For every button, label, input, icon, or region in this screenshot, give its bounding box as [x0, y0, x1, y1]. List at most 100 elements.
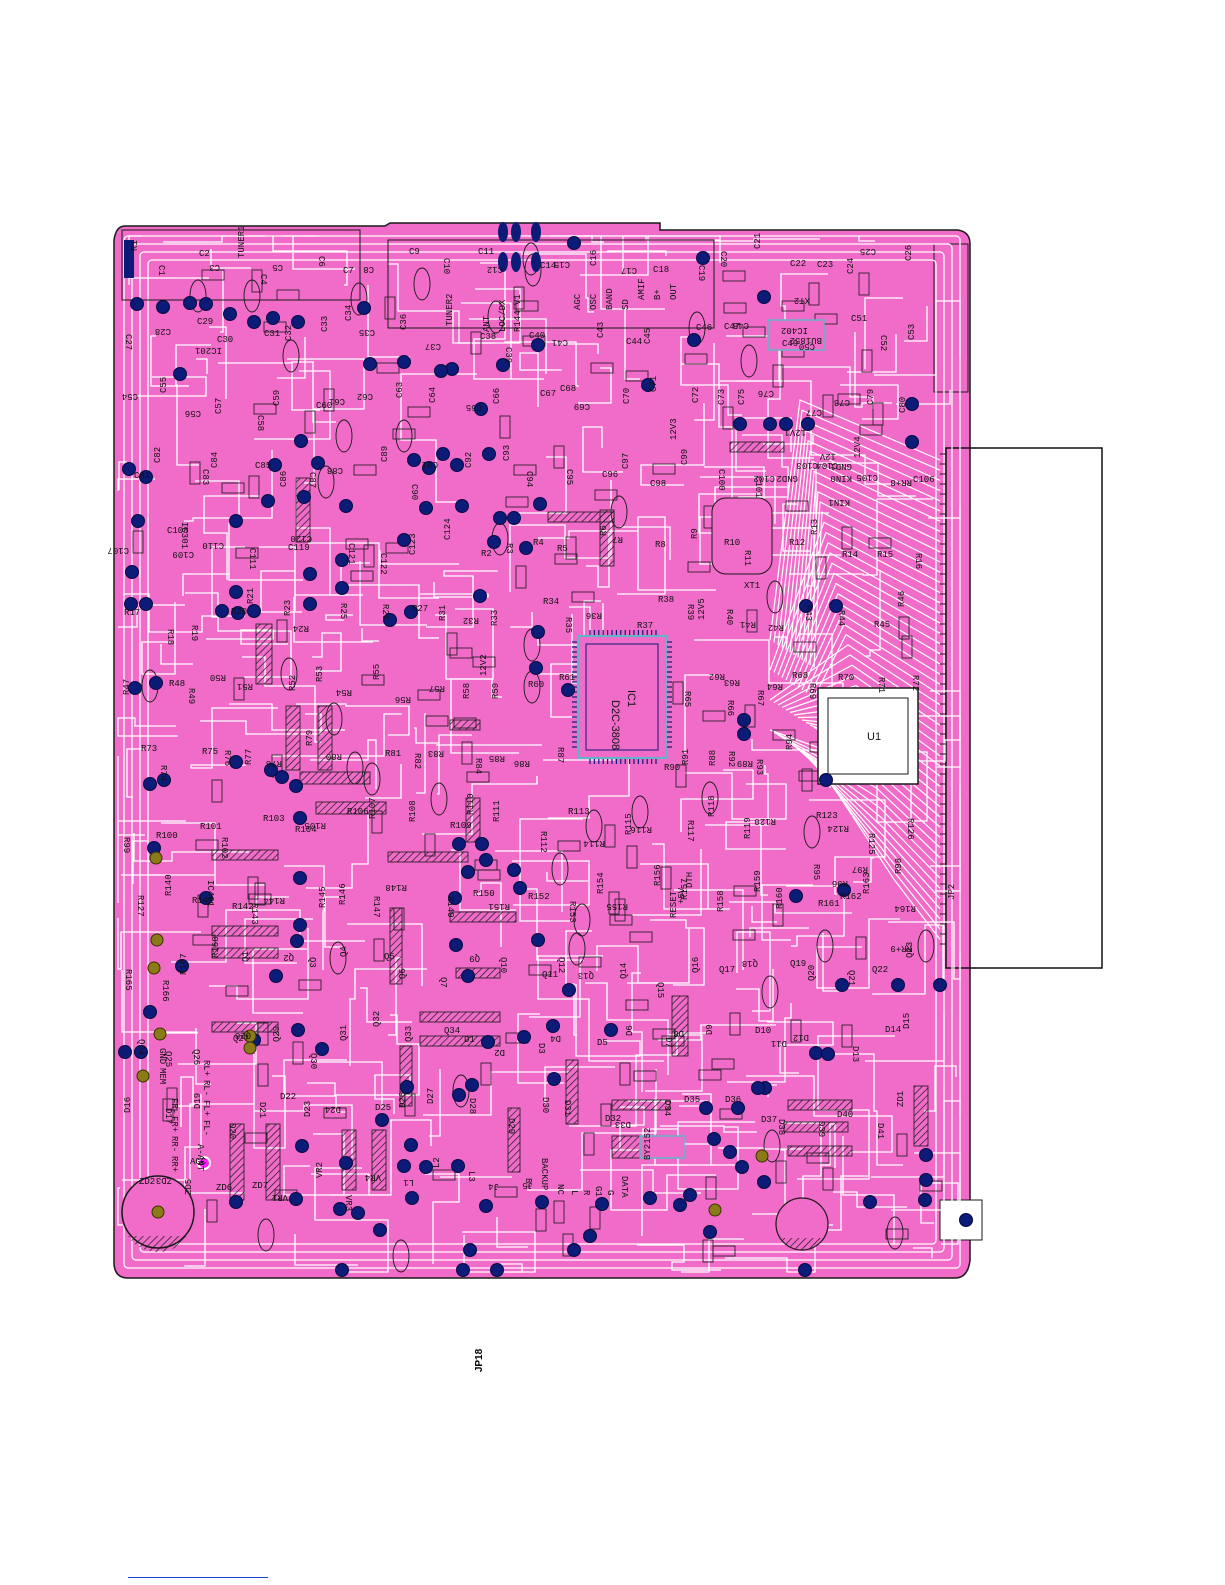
fanout-trace [793, 460, 941, 656]
trace [117, 1187, 123, 1226]
component-ref-label: R70 [838, 673, 854, 683]
via-pad [529, 661, 543, 675]
component-outline [625, 370, 649, 382]
component-outline [166, 1087, 178, 1111]
component-outline [732, 929, 756, 941]
component-ref-label: C70 [622, 388, 632, 404]
trace [617, 516, 716, 595]
component-ref-label: R65 [682, 691, 692, 707]
component-ref-label: R36 [586, 610, 602, 620]
component-ref-label: C62 [357, 391, 373, 401]
component-ref-label: D12 [793, 1032, 809, 1042]
fanout-trace [781, 552, 941, 678]
capacitor-outline [329, 941, 347, 975]
trace [196, 358, 208, 374]
via-pad [905, 435, 919, 449]
trace [682, 1093, 744, 1166]
via-pad [229, 755, 243, 769]
hatched-component [211, 925, 279, 937]
component-outline [392, 428, 416, 440]
component-ref-label: C75 [737, 389, 747, 405]
component-ref-label: D11 [771, 1038, 787, 1048]
component-ref-label: C49 [782, 339, 798, 349]
component-ref-label: C35 [359, 327, 375, 337]
component-outline [515, 565, 527, 589]
via-pad [919, 1148, 933, 1162]
via-pad [247, 315, 261, 329]
component-ref-label: VR1 [272, 1192, 288, 1202]
via-pad [289, 779, 303, 793]
component-ref-label: R68 [792, 671, 808, 681]
component-ref-label: Q4 [339, 946, 349, 957]
hatched-component [611, 1135, 643, 1159]
component-outline [625, 999, 649, 1011]
power-label: KIN1 [828, 497, 850, 507]
component-outline [453, 717, 477, 729]
trace [607, 250, 667, 256]
capacitor-outline [701, 781, 719, 815]
component-ref-label: R123 [816, 811, 838, 821]
component-outline [729, 1012, 741, 1036]
component-ref-label: D26 [398, 1092, 408, 1108]
component-ref-label: R41 [740, 619, 756, 629]
component-ref-label: C61 [329, 396, 345, 406]
trace [738, 434, 789, 498]
tuner-pin-pad [498, 252, 508, 272]
misc-label: RR+9 [890, 943, 912, 953]
trace [736, 969, 774, 1022]
via-pad [507, 511, 521, 525]
component-outline [554, 553, 578, 565]
component-ref-label: R109 [450, 821, 472, 831]
connector-pin-label: ACC [190, 1157, 207, 1167]
trace [469, 318, 547, 374]
via-pad [641, 378, 655, 392]
component-outline [858, 272, 870, 296]
component-ref-label: C45 [643, 328, 653, 344]
component-ref-label: R11 [742, 550, 752, 566]
component-ref-label: Q26 [191, 1049, 201, 1065]
component-outline [189, 461, 201, 485]
component-ref-label: R73 [141, 744, 157, 754]
component-outline [494, 1186, 518, 1198]
tuner2-pin: BAND [605, 288, 615, 310]
via-pad [335, 553, 349, 567]
via-pad [231, 606, 245, 620]
trace [854, 332, 892, 408]
connector-pin-label: MEM [157, 1068, 167, 1084]
component-ref-label: C54 [122, 391, 138, 401]
via-pad [434, 364, 448, 378]
tuner2-pin-labels: ANT LOC/DX R144 V1 AGC OSC BAND SD B+ AM… [482, 278, 679, 332]
component-outline [201, 269, 225, 281]
component-ref-label: R62 [709, 671, 725, 681]
via-pad [481, 1035, 495, 1049]
component-ref-label: C121 [346, 543, 356, 565]
component-ref-label: R32 [463, 615, 479, 625]
component-ref-label: C4 [258, 274, 268, 285]
connector-pin-label: A-ANT [195, 1144, 205, 1172]
main-ic-ref: IC1 [625, 690, 637, 707]
component-ref-label: R79 [305, 730, 315, 746]
component-ref-label: R24 [293, 623, 309, 633]
via-pad [297, 490, 311, 504]
component-ref-label: C81 [134, 471, 150, 481]
via-pad [737, 727, 751, 741]
trace [544, 1066, 615, 1103]
component-outline [815, 556, 827, 580]
connector-pin-label: FR+ [169, 1116, 179, 1132]
via-pad [683, 1188, 697, 1202]
component-ref-label: C23 [817, 260, 833, 270]
component-ref-label: R98 [894, 858, 904, 874]
component-ref-label: D17 [163, 1108, 173, 1124]
trace [580, 1169, 701, 1194]
component-ref-label: C122 [378, 553, 388, 575]
trace [330, 1119, 432, 1196]
fanout-trace [777, 541, 941, 676]
component-ref-label: Q19 [790, 959, 806, 969]
misc-label: DTH [685, 872, 695, 888]
trace [631, 849, 702, 916]
component-ref-label: C119 [288, 543, 310, 553]
trace [822, 933, 843, 992]
connector-pin-label: G [605, 1190, 615, 1195]
tuner2-pin: R144 V1 [513, 294, 523, 332]
